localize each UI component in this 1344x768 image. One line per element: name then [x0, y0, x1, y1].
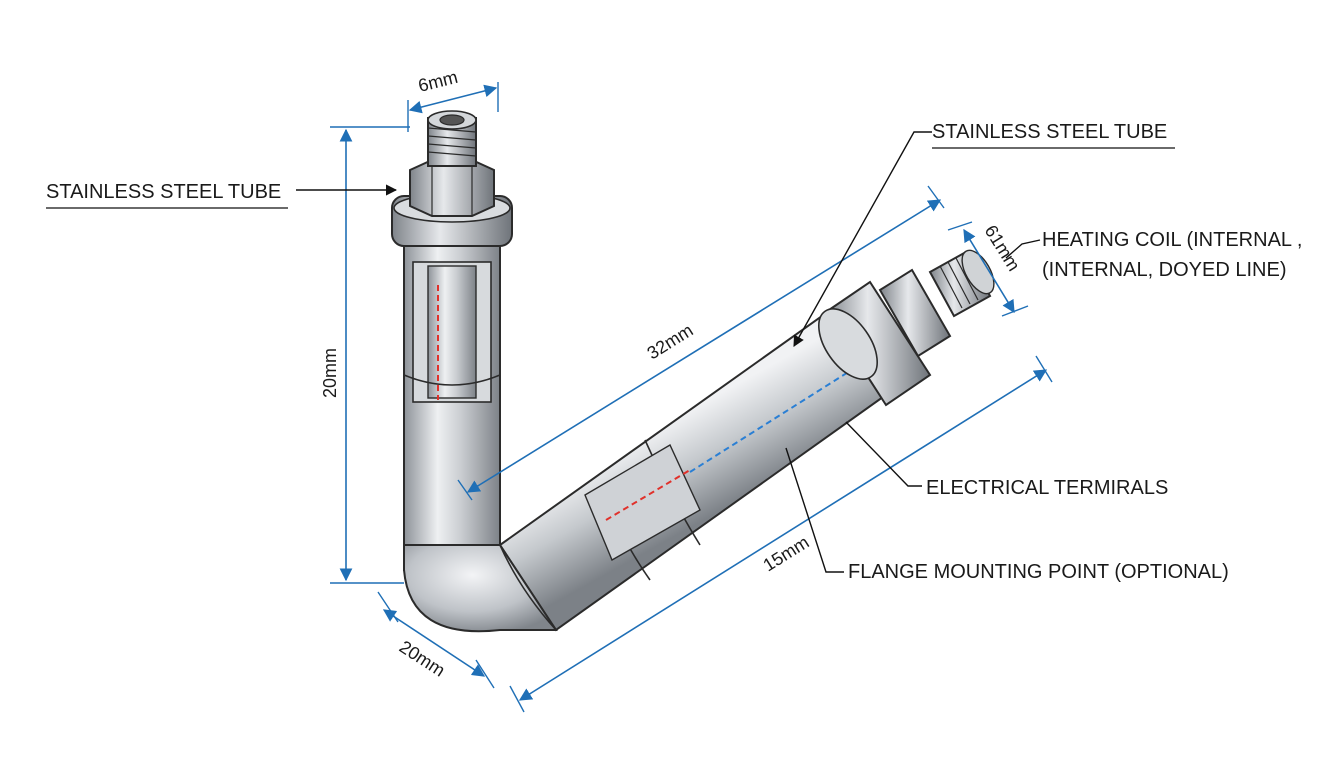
- dim-top-width: [408, 84, 498, 114]
- dim-bend-width-text: 20mm: [396, 637, 449, 681]
- callout-heating-coil: HEATING COIL (INTERNAL , (INTERNAL, DOYE…: [1005, 229, 1302, 281]
- callout-top-tube: STAINLESS STEEL TUBE: [793, 121, 1175, 347]
- dim-top-width-text: 6mm: [416, 67, 460, 96]
- leader-electrical-terminals: [845, 421, 922, 487]
- label-flange: FLANGE MOUNTING POINT (OPTIONAL): [848, 561, 1229, 583]
- dim-lower-length: [518, 369, 1048, 701]
- label-electrical-terminals: ELECTRICAL TERMIRALS: [926, 477, 1168, 499]
- leader-flange: [785, 447, 844, 573]
- callout-electrical-terminals: ELECTRICAL TERMIRALS: [845, 421, 1168, 499]
- label-heating-coil-line1: HEATING COIL (INTERNAL ,: [1042, 229, 1302, 251]
- leader-top-tube: [793, 131, 932, 347]
- callout-left-tube: STAINLESS STEEL TUBE: [46, 181, 398, 209]
- callout-flange: FLANGE MOUNTING POINT (OPTIONAL): [785, 447, 1229, 583]
- dim-vertical-height-text: 20mm: [320, 348, 340, 398]
- label-top-tube: STAINLESS STEEL TUBE: [932, 121, 1167, 143]
- top-fitting: [391, 110, 513, 247]
- heater-tube-assembly: [391, 110, 995, 633]
- label-left-tube: STAINLESS STEEL TUBE: [46, 181, 281, 203]
- dim-right-end: [963, 228, 1015, 314]
- dim-lower-length-text: 15mm: [760, 532, 813, 575]
- label-heating-coil-line2: (INTERNAL, DOYED LINE): [1042, 259, 1286, 281]
- dimension-lines: [330, 82, 1053, 713]
- dim-diagonal-length-text: 32mm: [644, 320, 697, 363]
- dim-bend-width: [382, 609, 486, 677]
